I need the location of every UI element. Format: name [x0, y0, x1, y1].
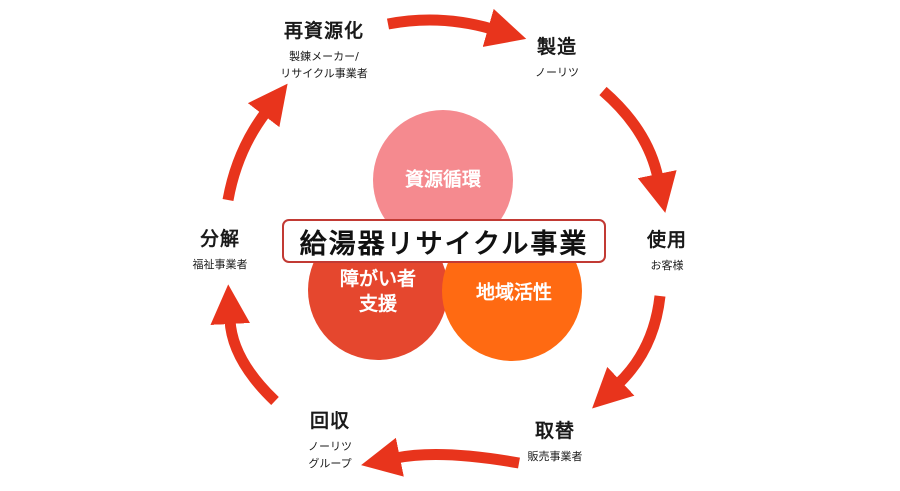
- center-title: 給湯器リサイクル事業: [299, 228, 589, 260]
- arrow-disassemble-to-recycle: [222, 83, 288, 201]
- node-disassemble: 分解 福祉事業者: [193, 227, 248, 273]
- circle-resource-cycle: [373, 110, 513, 250]
- center-title-box: 給湯器リサイクル事業: [282, 219, 606, 263]
- node-use-title: 使用: [646, 229, 688, 251]
- node-replace-subtitle: 販売事業者: [527, 450, 583, 463]
- arrow-collect-to-disassemble: [210, 284, 279, 405]
- node-replace: 取替 販売事業者: [528, 419, 583, 465]
- circle-label-disability-support: 障がい者 支援: [339, 268, 417, 315]
- arrow-recycle-to-manufacture: [386, 8, 527, 47]
- arrow-manufacture-to-use: [599, 86, 677, 213]
- node-collect-title: 回収: [309, 410, 350, 432]
- node-disassemble-subtitle: 福祉事業者: [192, 258, 248, 271]
- node-manufacture: 製造 ノーリツ: [535, 35, 579, 81]
- node-recycle: 再資源化 製錬メーカー/ リサイクル事業者: [280, 19, 367, 82]
- node-disassemble-title: 分解: [199, 228, 240, 250]
- node-replace-title: 取替: [534, 420, 575, 442]
- node-recycle-subtitle: 製錬メーカー/ リサイクル事業者: [280, 50, 368, 80]
- node-collect-subtitle: ノーリツ グループ: [308, 440, 352, 470]
- circle-label-resource-cycle: 資源循環: [404, 168, 482, 191]
- arrow-replace-to-collect: [361, 437, 520, 477]
- arrow-use-to-replace: [592, 295, 666, 409]
- node-recycle-title: 再資源化: [283, 20, 365, 42]
- node-collect: 回収 ノーリツ グループ: [308, 409, 352, 472]
- node-use-subtitle: お客様: [650, 259, 684, 272]
- node-use: 使用 お客様: [647, 228, 687, 274]
- node-manufacture-title: 製造: [536, 36, 577, 58]
- node-manufacture-subtitle: ノーリツ: [535, 66, 579, 79]
- circle-label-regional-revitalization: 地域活性: [475, 281, 553, 304]
